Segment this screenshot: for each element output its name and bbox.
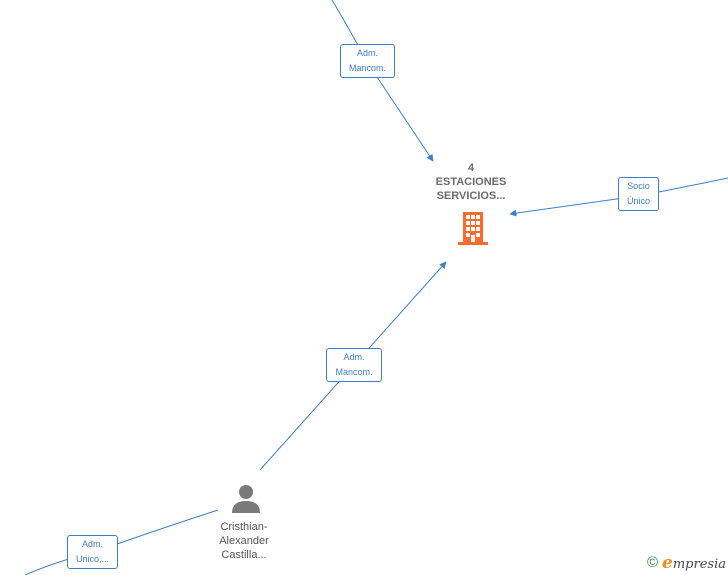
edge-label-bottom-left-line2: Unico,... bbox=[75, 554, 109, 564]
person-icon[interactable] bbox=[231, 483, 261, 513]
company-name-line1: 4 bbox=[467, 162, 475, 174]
edge-label-bottom-left-line1: Adm. bbox=[81, 539, 103, 549]
person-node-label[interactable]: Cristhian- Alexander Castilla... bbox=[194, 520, 294, 562]
company-node-label[interactable]: 4 ESTACIONES SERVICIOS... bbox=[421, 161, 521, 203]
edge-label-right-line2: Único bbox=[626, 196, 650, 206]
edge-label-bottom-left[interactable]: Adm. Unico,... bbox=[67, 535, 118, 569]
empresia-logo: empresia bbox=[662, 553, 726, 573]
edge-bottomleft-to-person[interactable] bbox=[24, 509, 219, 575]
edge-top-to-company[interactable] bbox=[331, 0, 434, 162]
edge-label-top-line2: Mancom. bbox=[348, 63, 386, 73]
company-name-line3: SERVICIOS... bbox=[436, 190, 506, 202]
copyright-symbol: © bbox=[646, 554, 659, 571]
empresia-logo-rest: mpresia bbox=[672, 557, 726, 572]
edge-label-middle-line1: Adm. bbox=[343, 352, 365, 362]
person-name-line3: Castilla... bbox=[221, 549, 267, 561]
empresia-logo-e: e bbox=[662, 553, 673, 573]
person-name-line1: Cristhian- bbox=[220, 521, 268, 533]
edge-label-middle-line2: Mancom. bbox=[335, 367, 373, 377]
building-icon[interactable] bbox=[457, 210, 489, 246]
edge-label-middle[interactable]: Adm. Mancom. bbox=[326, 348, 382, 382]
edge-label-top-line1: Adm. bbox=[356, 48, 378, 58]
edge-label-right[interactable]: Socio Único bbox=[618, 177, 659, 211]
edge-label-top[interactable]: Adm. Mancom. bbox=[340, 44, 395, 78]
person-name-line2: Alexander bbox=[219, 535, 269, 547]
edge-label-right-line1: Socio bbox=[627, 181, 650, 191]
company-name-line2: ESTACIONES bbox=[435, 176, 507, 188]
empresia-watermark: © empresia bbox=[647, 553, 726, 573]
